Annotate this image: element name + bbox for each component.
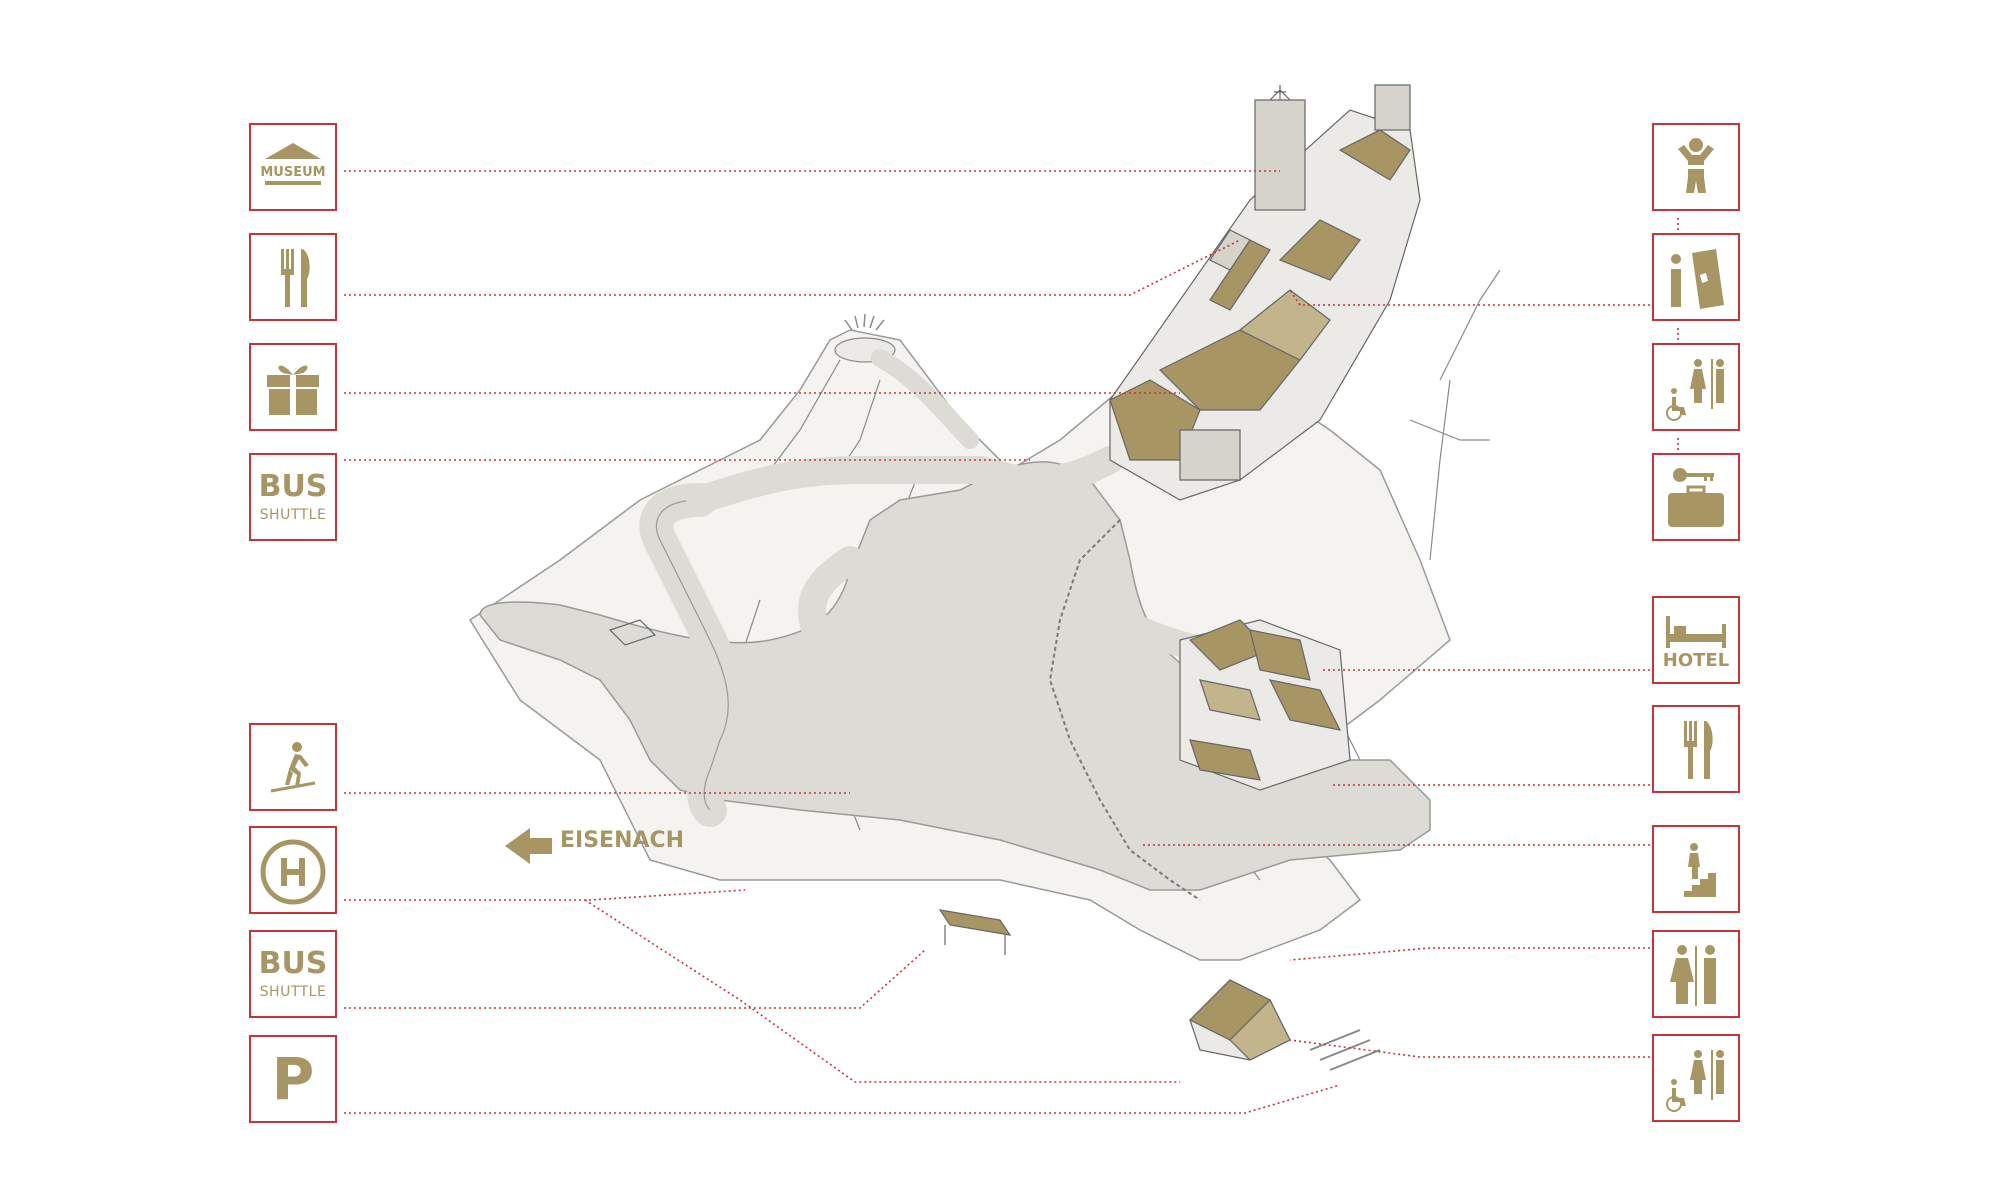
shuttle-label: SHUTTLE [259, 984, 327, 1000]
legend-info-tickets[interactable] [1652, 233, 1740, 321]
fountain-jets [844, 313, 885, 331]
info-tickets-icon [1671, 249, 1724, 309]
ticket-house [1188, 979, 1291, 1061]
legend-stairs[interactable] [1652, 825, 1740, 913]
legend-restrooms[interactable] [1652, 930, 1740, 1018]
legend-bus-shuttle-top[interactable]: BUS SHUTTLE [249, 453, 337, 541]
legend-museum[interactable]: MUSEUM [249, 123, 337, 211]
arrow-left-icon [505, 828, 552, 864]
restaurant-icon [1684, 721, 1713, 779]
legend-gift-shop[interactable] [249, 343, 337, 431]
legend-hotel[interactable]: HOTEL [1652, 596, 1740, 684]
bus-label: BUS [258, 946, 328, 981]
restrooms-accessible-icon [1666, 1050, 1724, 1112]
legend-child-friendly[interactable] [1652, 123, 1740, 211]
parking-icon: P [271, 1045, 315, 1113]
legend-restaurant[interactable] [249, 233, 337, 321]
bus-label: BUS [258, 469, 328, 504]
child-friendly-icon [1678, 138, 1714, 193]
museum-label: MUSEUM [260, 165, 326, 180]
stairway [1048, 519, 1201, 901]
direction-label: EISENACH [560, 828, 685, 853]
legend-bus-shuttle-bottom[interactable]: BUS SHUTTLE [249, 930, 337, 1018]
legend-restrooms-accessible-bottom[interactable] [1652, 1034, 1740, 1122]
parking-stripes [1309, 1029, 1381, 1071]
stairs-icon [1684, 843, 1716, 897]
luggage-key-icon [1668, 468, 1724, 527]
restaurant-icon [281, 249, 310, 307]
legend-luggage-key[interactable] [1652, 453, 1740, 541]
shuttle-label: SHUTTLE [259, 507, 327, 523]
bed-icon [1666, 616, 1726, 648]
legend-restaurant-right[interactable] [1652, 705, 1740, 793]
legend-helipad[interactable] [249, 826, 337, 914]
legend-parking[interactable]: P [249, 1035, 337, 1123]
leader-lines-left [344, 170, 1341, 1114]
bus-shelter [938, 909, 1012, 955]
upper-road [686, 446, 1124, 514]
hotel-building [1179, 619, 1351, 791]
museum-icon [265, 143, 321, 185]
restrooms-accessible-icon [1666, 359, 1724, 421]
leader-lines-right [1140, 218, 1679, 1058]
gift-shop-icon [267, 365, 319, 415]
legend-hiking-path[interactable] [249, 723, 337, 811]
helipad-icon [260, 839, 326, 905]
hiking-path-icon [270, 742, 316, 793]
legend-restrooms-accessible-top[interactable] [1652, 343, 1740, 431]
restrooms-icon [1670, 945, 1716, 1006]
hotel-label: HOTEL [1662, 650, 1730, 671]
castle-building [1109, 84, 1421, 501]
helipad-area [608, 619, 657, 646]
